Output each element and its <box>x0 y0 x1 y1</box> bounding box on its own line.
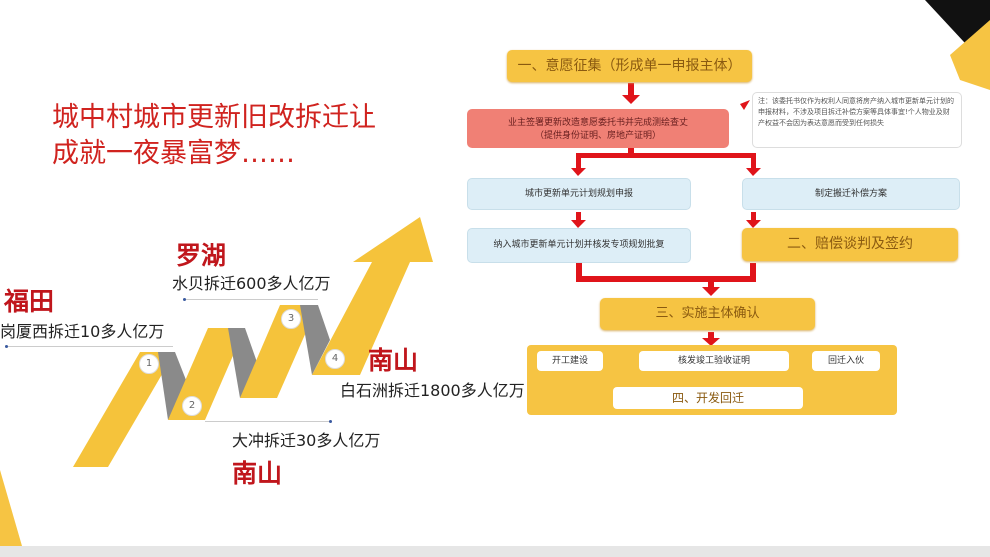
step-2-badge: 2 <box>182 396 202 416</box>
milestone-4-text: 白石洲拆迁1800多人亿万 <box>340 381 525 400</box>
compensation-plan-box: 制定搬迁补偿方案 <box>742 178 960 210</box>
milestone-2-text: 大冲拆迁30多人亿万 <box>232 431 381 450</box>
headline-line1: 城中村城市更新旧改拆迁让 <box>52 102 376 133</box>
footer-bar <box>0 546 990 557</box>
rising-arrow-graphic <box>73 217 433 467</box>
headline: 城中村城市更新旧改拆迁让 成就一夜暴富梦…… <box>52 100 376 172</box>
stage4-box: 四、开发回迁 <box>613 387 803 409</box>
headline-line2: 成就一夜暴富梦…… <box>52 138 295 169</box>
stage1-box: 一、意愿征集（形成单一申报主体） <box>507 50 752 82</box>
plan-approve-box: 纳入城市更新单元计划并核发专项规划批复 <box>467 228 691 263</box>
milestone-1-text: 岗厦西拆迁10多人亿万 <box>0 322 165 341</box>
stage3-box: 三、实施主体确认 <box>600 298 815 330</box>
step-3-badge: 3 <box>281 309 301 329</box>
milestone-1-dot <box>5 345 8 348</box>
step-4-badge: 4 <box>325 349 345 369</box>
plan-apply-box: 城市更新单元计划规划申报 <box>467 178 691 210</box>
milestone-1-leader-line <box>5 346 173 347</box>
milestone-2-district: 南山 <box>232 459 283 488</box>
milestone-3-leader-line <box>183 299 318 300</box>
milestone-1-district: 福田 <box>4 287 55 316</box>
corner-yellow-shape <box>950 20 990 90</box>
owner-sign-box: 业主签署更新改造意愿委托书并完成测绘查丈 （提供身份证明、房地产证明） <box>467 109 729 148</box>
acceptance-box: 核发竣工验收证明 <box>639 351 789 371</box>
milestone-4-district: 南山 <box>368 346 419 375</box>
milestone-2-leader-line <box>205 421 330 422</box>
move-back-box: 回迁入伙 <box>812 351 880 371</box>
milestone-2-dot <box>329 420 332 423</box>
milestone-3-district: 罗湖 <box>176 241 227 270</box>
note-box: 注：该委托书仅作为权利人同意将房产纳入城市更新单元计划的申报材料，不涉及项目拆迁… <box>752 92 962 148</box>
construction-box: 开工建设 <box>537 351 603 371</box>
corner-yellow-shape-left <box>0 470 22 546</box>
owner-sign-text: 业主签署更新改造意愿委托书并完成测绘查丈 <box>507 118 688 128</box>
step-1-badge: 1 <box>139 354 159 374</box>
milestone-3-text: 水贝拆迁600多人亿万 <box>172 274 331 293</box>
owner-sign-subtext: （提供身份证明、房地产证明） <box>534 131 661 141</box>
stage4-container: 开工建设 核发竣工验收证明 回迁入伙 四、开发回迁 <box>527 345 897 415</box>
stage2-box: 二、赔偿谈判及签约 <box>742 228 958 261</box>
milestone-3-dot <box>183 298 186 301</box>
